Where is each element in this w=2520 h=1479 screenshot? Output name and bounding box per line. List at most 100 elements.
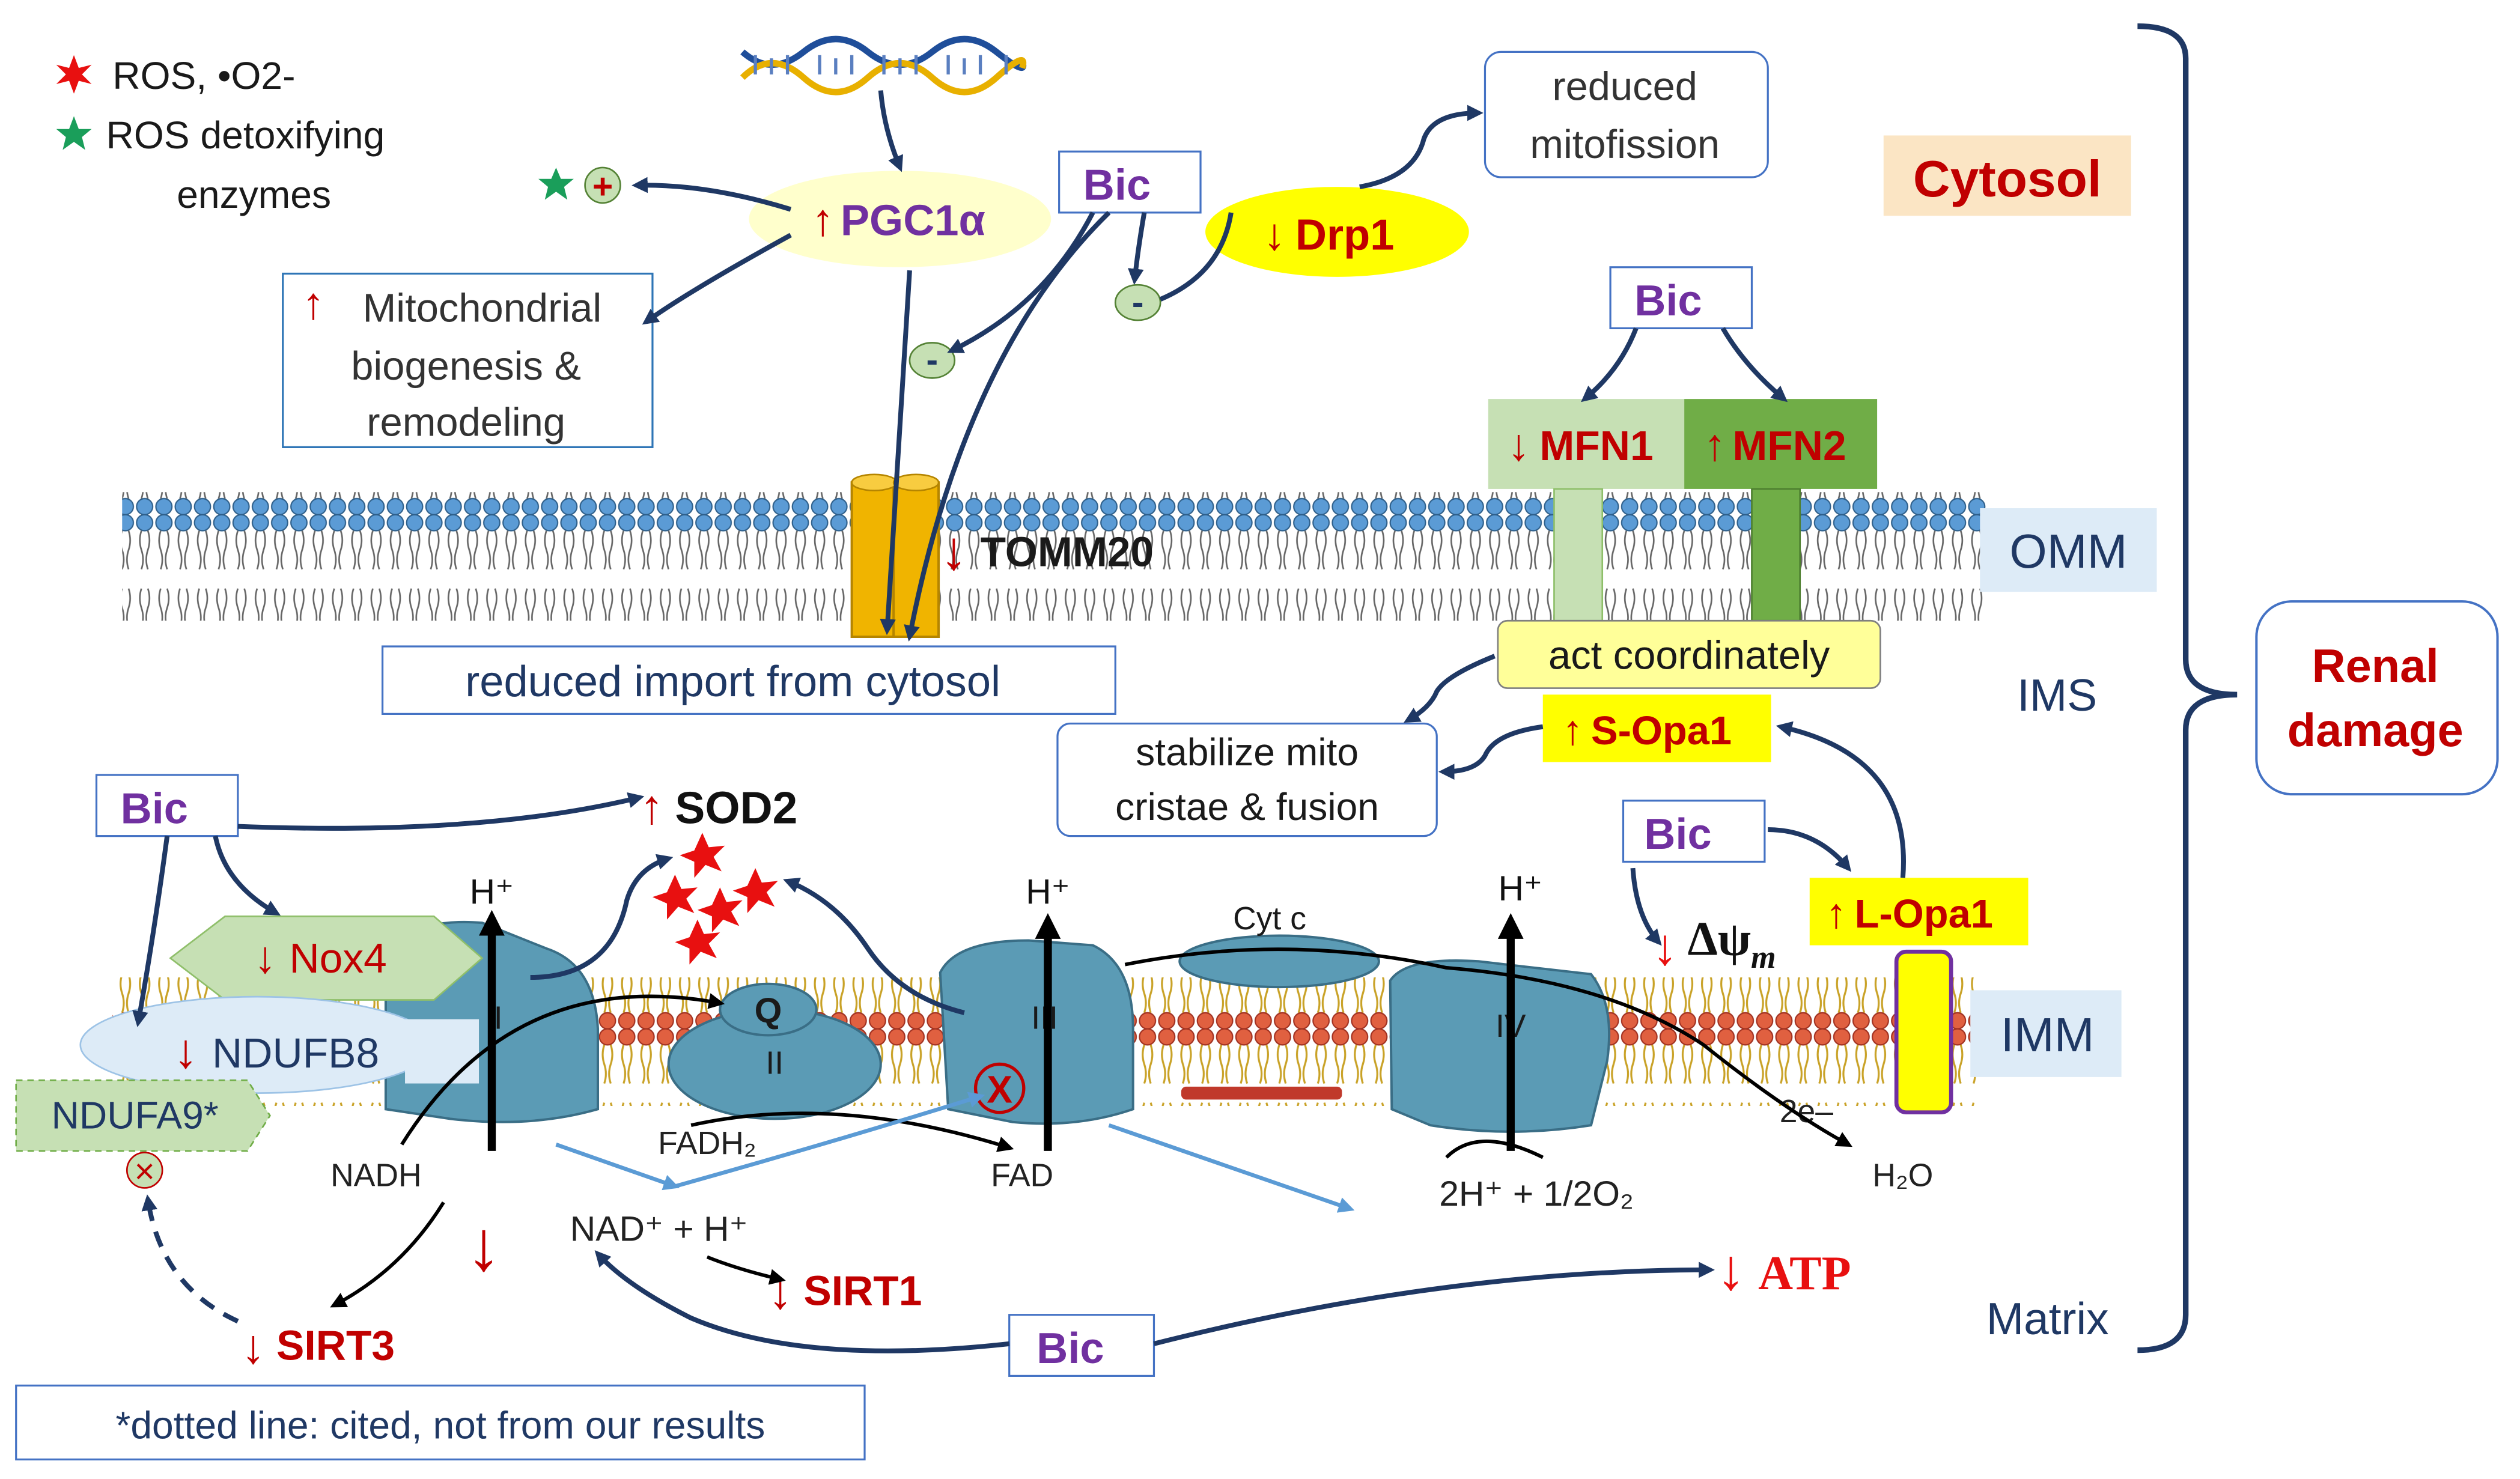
dna-helix-icon: [740, 35, 1027, 96]
svg-text:Bic: Bic: [1083, 161, 1151, 209]
delta-psi-down-arrow: ↓: [1652, 919, 1678, 976]
s-opa1-label: S-Opa1: [1591, 708, 1732, 753]
footnote-box: *dotted line: cited, not from our result…: [15, 1384, 866, 1461]
ndufb8-node: ↓ NDUFB8: [79, 995, 479, 1094]
sirt3-down-arrow: ↓: [241, 1320, 265, 1374]
q-carrier: Q: [719, 982, 818, 1037]
cytosol-label: Cytosol: [1913, 151, 2102, 208]
svg-text:Cyt c: Cyt c: [1233, 901, 1306, 937]
biogenesis-line-1: Mitochondrial: [363, 286, 602, 331]
svg-text:*dotted line: cited, not from: *dotted line: cited, not from our result…: [115, 1404, 765, 1447]
svg-text:reduced import from cytosol: reduced import from cytosol: [465, 658, 1000, 706]
minus-sign-2: -: [1114, 282, 1161, 321]
mfn2-up-arrow: ↑: [1703, 419, 1726, 470]
pgc1a-up-arrow: ↑: [812, 194, 834, 244]
fadh2-label: FADH₂: [658, 1126, 756, 1161]
svg-text:Q: Q: [755, 991, 782, 1030]
ndufb8-label: NDUFB8: [212, 1030, 379, 1077]
l-opa1-up-arrow: ↑: [1826, 890, 1847, 937]
sod2-label: SOD2: [675, 782, 797, 833]
drp1-label: Drp1: [1295, 211, 1395, 259]
imm-label: IMM: [2001, 1008, 2095, 1062]
cytosol-label-box: Cytosol: [1883, 135, 2131, 216]
sirt3-label: SIRT3: [276, 1322, 395, 1369]
ndufa9-node: NDUFA9*: [15, 1079, 271, 1152]
svg-text:II: II: [765, 1046, 784, 1081]
nad-down-arrow: ↓: [466, 1206, 502, 1285]
biogenesis-line-2: biogenesis &: [351, 344, 581, 389]
stabilize-line-1: stabilize mito: [1136, 730, 1359, 774]
reduced-mitofission-line-1: reduced: [1552, 64, 1697, 109]
l-opa1-label: L-Opa1: [1855, 891, 1993, 937]
atp-down-arrow: ↓: [1717, 1238, 1745, 1302]
renal-damage-line-1: Renal: [2312, 640, 2439, 692]
pathway-arrows: [132, 90, 1906, 1353]
mfn1-label: MFN1: [1539, 422, 1653, 469]
reduced-mitofission-box: reduced mitofission: [1484, 50, 1769, 178]
svg-text:+: +: [592, 167, 613, 206]
renal-damage-line-2: damage: [2287, 705, 2464, 756]
biogenesis-box: ↑ Mitochondrial biogenesis & remodeling: [282, 272, 654, 448]
legend-ros-label: ROS, •O2-: [112, 54, 295, 97]
reduced-import-box: reduced import from cytosol: [381, 645, 1116, 715]
sod2-up-arrow: ↑: [640, 780, 664, 834]
imm-label-box: IMM: [1970, 990, 2122, 1077]
legend-ros-detox-label-1: ROS detoxifying: [106, 114, 385, 157]
mfn1-down-arrow: ↓: [1508, 419, 1530, 470]
nox4-label: Nox4: [289, 935, 386, 982]
svg-text:-: -: [1132, 282, 1144, 321]
bic-opa-box: Bic: [1622, 800, 1766, 863]
plus-sign: +: [584, 166, 621, 206]
sirt1-label: SIRT1: [803, 1268, 922, 1314]
green-star-icon: [56, 116, 92, 150]
electron-arrows: [555, 1092, 1355, 1213]
mfn2-node: ↑ MFN2: [1684, 399, 1878, 622]
stabilize-box: stabilize mito cristae & fusion: [1056, 722, 1438, 837]
minus-sign-1: -: [908, 341, 956, 380]
drp1-down-arrow: ↓: [1263, 208, 1285, 259]
mfn1-node: ↓ MFN1: [1488, 399, 1685, 622]
svg-text:X: X: [987, 1068, 1012, 1111]
red-star-icon: [56, 55, 92, 94]
pgc1a-label: PGC1α: [841, 196, 985, 244]
right-brace: [2137, 23, 2238, 1353]
svg-text:-: -: [927, 341, 939, 380]
svg-text:Bic: Bic: [1634, 277, 1702, 325]
omm-label-box: OMM: [1980, 508, 2157, 592]
svg-text:×: ×: [135, 1152, 155, 1191]
stabilize-line-2: cristae & fusion: [1115, 785, 1379, 828]
tomm20-label: TOMM20: [981, 528, 1154, 575]
act-coordinately-box: act coordinately: [1497, 619, 1881, 689]
legend: ROS, •O2- ROS detoxifying enzymes: [56, 54, 385, 216]
proton-channel-bar: [1181, 1086, 1342, 1100]
svg-text:Bic: Bic: [121, 785, 188, 833]
sirt1-down-arrow: ↓: [768, 1265, 793, 1319]
mfn2-label: MFN2: [1732, 422, 1846, 469]
svg-text:act coordinately: act coordinately: [1548, 633, 1830, 678]
metabolic-arrows: [330, 947, 1852, 1308]
outer-membrane: [122, 492, 1986, 621]
complex-iii: III: [939, 939, 1134, 1125]
nadh-label: NADH: [330, 1158, 422, 1194]
svg-text:Bic: Bic: [1036, 1325, 1104, 1373]
bic-top-box: Bic: [1058, 150, 1202, 214]
delta-psi-label: Δψm: [1687, 913, 1776, 975]
drp1-node: ↓ Drp1: [1205, 187, 1469, 277]
reduced-mitofission-line-2: mitofission: [1530, 122, 1720, 167]
svg-text:Bic: Bic: [1644, 810, 1711, 858]
tomm20-down-arrow: ↓: [940, 521, 967, 582]
l-opa1-node: ↑ L-Opa1: [1809, 878, 2028, 1115]
legend-ros-detox-label-2: enzymes: [177, 173, 331, 216]
ims-label: IMS: [2017, 670, 2097, 720]
atp-label: ATP: [1758, 1247, 1851, 1300]
h-plus-3: H⁺: [1026, 872, 1070, 911]
h-plus-1: H⁺: [470, 872, 514, 911]
nox4-node: ↓ Nox4: [169, 916, 484, 1001]
h2o-label: H₂O: [1872, 1158, 1933, 1194]
detox-star-icon: [538, 167, 574, 200]
ros-stars: [652, 833, 778, 965]
nox4-down-arrow: ↓: [254, 932, 276, 982]
nad-label: NAD⁺ + H⁺: [570, 1210, 748, 1249]
